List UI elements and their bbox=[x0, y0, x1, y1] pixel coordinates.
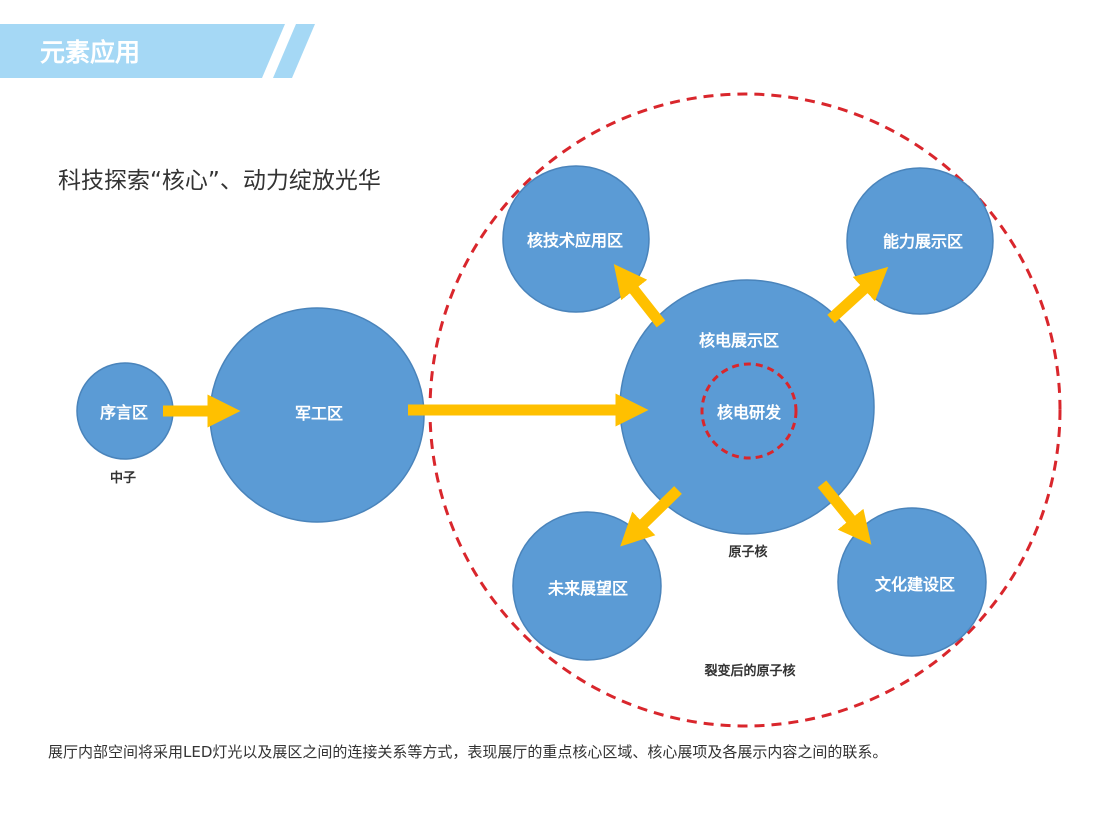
label-preface: 序言区 bbox=[100, 403, 148, 422]
label-future: 未来展望区 bbox=[547, 579, 628, 598]
subtitle: 科技探索“核心”、动力绽放光华 bbox=[58, 168, 381, 194]
node-tech-application bbox=[502, 165, 650, 313]
node-future bbox=[512, 511, 662, 661]
footnote: 展厅内部空间将采用LED灯光以及展区之间的连接关系等方式，表现展厅的重点核心区域… bbox=[48, 743, 887, 761]
label-nuclear-rnd: 核电研发 bbox=[717, 403, 782, 422]
arrow-to-capability bbox=[827, 266, 889, 324]
header-title: 元素应用 bbox=[40, 38, 140, 67]
label-tech-application: 核技术应用区 bbox=[527, 231, 623, 250]
header-banner-stripe bbox=[273, 24, 315, 78]
label-culture: 文化建设区 bbox=[875, 575, 955, 594]
caption-atomic-nucleus: 原子核 bbox=[728, 544, 767, 560]
rnd-dashed-ring bbox=[700, 362, 798, 460]
arrows bbox=[163, 264, 889, 547]
arrow-to-tech-application bbox=[613, 264, 666, 328]
caption-fission-nucleus: 裂变后的原子核 bbox=[703, 663, 795, 679]
caption-neutron: 中子 bbox=[110, 470, 136, 486]
label-nuclear-display: 核电展示区 bbox=[699, 331, 779, 350]
header-banner-shape bbox=[0, 24, 285, 78]
arrow-to-future bbox=[620, 486, 682, 547]
node-culture bbox=[837, 507, 987, 657]
label-military: 军工区 bbox=[295, 404, 343, 423]
header-banner: 元素应用 bbox=[0, 24, 315, 78]
arrow-to-culture bbox=[817, 480, 872, 545]
label-capability: 能力展示区 bbox=[883, 232, 963, 251]
